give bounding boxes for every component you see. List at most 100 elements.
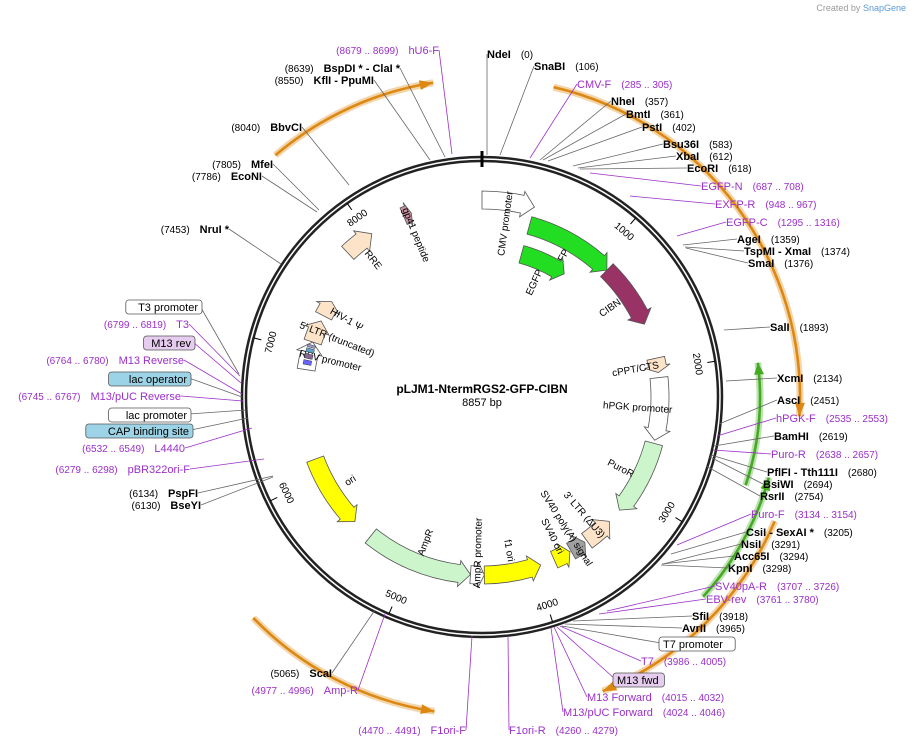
map-label: Acc65I(3294) bbox=[734, 551, 808, 563]
feature-label: RRE bbox=[362, 249, 384, 273]
label-name: NdeI bbox=[487, 49, 511, 61]
map-label: Puro-R(2638 .. 2657) bbox=[771, 449, 878, 461]
feature-arrow bbox=[306, 455, 358, 523]
label-name: CMV-F bbox=[577, 79, 612, 91]
label-name: PspFI bbox=[168, 488, 198, 500]
label-name: RsrII bbox=[760, 491, 784, 503]
feature-arrow bbox=[481, 190, 536, 218]
label-name: F1ori-F bbox=[431, 725, 467, 737]
leader-line bbox=[331, 609, 376, 674]
small-feature bbox=[302, 359, 313, 366]
label-name: Puro-F bbox=[751, 509, 785, 521]
leader-line bbox=[272, 163, 320, 211]
map-label: Amp-R (4977 .. 4996) bbox=[252, 685, 359, 697]
label-position: (948 .. 967) bbox=[765, 200, 816, 211]
orf-halo bbox=[552, 83, 804, 417]
label-name: L4440 bbox=[154, 443, 185, 455]
label-name: EGFP-C bbox=[726, 217, 768, 229]
label-position: (7805) bbox=[212, 160, 241, 171]
label-box bbox=[108, 407, 192, 423]
label-position: (612) bbox=[709, 152, 732, 163]
label-name: BmtI bbox=[626, 109, 650, 121]
label-box bbox=[125, 299, 203, 315]
map-label: AvrII(3965) bbox=[682, 623, 745, 635]
orf-head bbox=[420, 704, 435, 715]
label-position: (6130) bbox=[132, 501, 161, 512]
map-label: lac operator bbox=[108, 371, 192, 387]
label-name: hPGK-F bbox=[776, 413, 816, 425]
label-name: TspMI - XmaI bbox=[744, 246, 811, 258]
label-name: KflI - PpuMI bbox=[314, 75, 375, 87]
label-position: (1295 .. 1316) bbox=[778, 218, 840, 229]
label-name: M13 Forward bbox=[587, 692, 652, 704]
label-name: BspDI * - ClaI * bbox=[324, 63, 401, 75]
label-position: (2694) bbox=[804, 480, 833, 491]
label-position: (1359) bbox=[771, 235, 800, 246]
map-label: pBR322ori-F(6279 .. 6298) bbox=[55, 464, 190, 476]
label-position: (4015 .. 4032) bbox=[662, 693, 724, 704]
feature-label: EGFP bbox=[524, 268, 545, 298]
label-name: EcoRI bbox=[687, 163, 718, 175]
label-name: XbaI bbox=[676, 151, 699, 163]
orf-arrow bbox=[700, 476, 773, 600]
label-position: (7453) bbox=[161, 225, 190, 236]
label-name: SalI bbox=[770, 322, 790, 334]
feature-arrow bbox=[581, 519, 611, 549]
feature-label: HIV-1 Ψ bbox=[328, 306, 365, 333]
map-label: hPGK-F(2535 .. 2553) bbox=[776, 413, 888, 425]
label-position: (3761 .. 3780) bbox=[756, 595, 818, 606]
label-name: EGFP-N bbox=[701, 181, 743, 193]
map-label: AscI(2451) bbox=[777, 395, 839, 407]
label-position: (106) bbox=[575, 62, 598, 73]
leader-line bbox=[559, 625, 642, 662]
label-name: Acc65I bbox=[734, 551, 769, 563]
map-label: TspMI - XmaI(1374) bbox=[744, 246, 850, 258]
feature-arrow bbox=[518, 245, 565, 282]
leader-line bbox=[301, 126, 350, 186]
map-label: BsiWI (2694) bbox=[763, 479, 832, 491]
orf-layer bbox=[250, 79, 805, 715]
leader-line bbox=[682, 238, 738, 246]
map-label: T3 promoter bbox=[125, 299, 203, 315]
tick-label: 6000 bbox=[276, 481, 296, 506]
leader-line bbox=[572, 615, 693, 622]
map-label: F1ori-R(4260 .. 4279) bbox=[509, 725, 618, 737]
map-label: SnaBI(106) bbox=[534, 61, 599, 73]
label-name: KpnI bbox=[728, 563, 752, 575]
feature-arrow bbox=[364, 528, 471, 588]
orf-head bbox=[754, 362, 765, 375]
label-name: BsiWI bbox=[763, 479, 794, 491]
feature-label: PuroR bbox=[605, 458, 635, 481]
leader-line bbox=[606, 585, 716, 612]
label-name: ScaI bbox=[309, 668, 332, 680]
leader-line bbox=[188, 377, 243, 398]
label-position: (1893) bbox=[800, 323, 829, 334]
orf-line bbox=[252, 617, 435, 713]
tick-mark bbox=[675, 517, 683, 523]
label-position: (5065) bbox=[270, 669, 299, 680]
leader-line bbox=[190, 417, 249, 431]
leader-line bbox=[716, 417, 777, 437]
leader-line bbox=[685, 247, 749, 264]
label-name: Amp-R bbox=[324, 685, 358, 697]
map-label: BseYI(6130) bbox=[132, 500, 201, 512]
tick-mark bbox=[253, 337, 262, 341]
label-position: (8550) bbox=[275, 76, 304, 87]
label-position: (687 .. 708) bbox=[753, 182, 804, 193]
leader-line bbox=[188, 323, 241, 377]
label-name: Bsu36I bbox=[663, 139, 699, 151]
label-position: (3707 .. 3726) bbox=[777, 582, 839, 593]
label-position: (4977 .. 4996) bbox=[252, 686, 314, 697]
map-label: T3(6799 .. 6819) bbox=[104, 319, 189, 331]
tick-mark bbox=[269, 496, 278, 502]
leader-line bbox=[499, 65, 535, 156]
map-label: NdeI(0) bbox=[487, 49, 533, 61]
label-name: M13 Reverse bbox=[119, 355, 184, 367]
label-position: (4470 .. 4491) bbox=[358, 726, 420, 737]
map-label: EcoRI(618) bbox=[687, 163, 752, 175]
feature-label: f1 ori bbox=[501, 539, 516, 563]
map-label: NruI *(7453) bbox=[161, 224, 230, 236]
label-name: M13 fwd bbox=[617, 675, 659, 687]
tick-label: 8000 bbox=[345, 207, 370, 229]
label-name: CsiI - SexAI * bbox=[746, 527, 815, 539]
